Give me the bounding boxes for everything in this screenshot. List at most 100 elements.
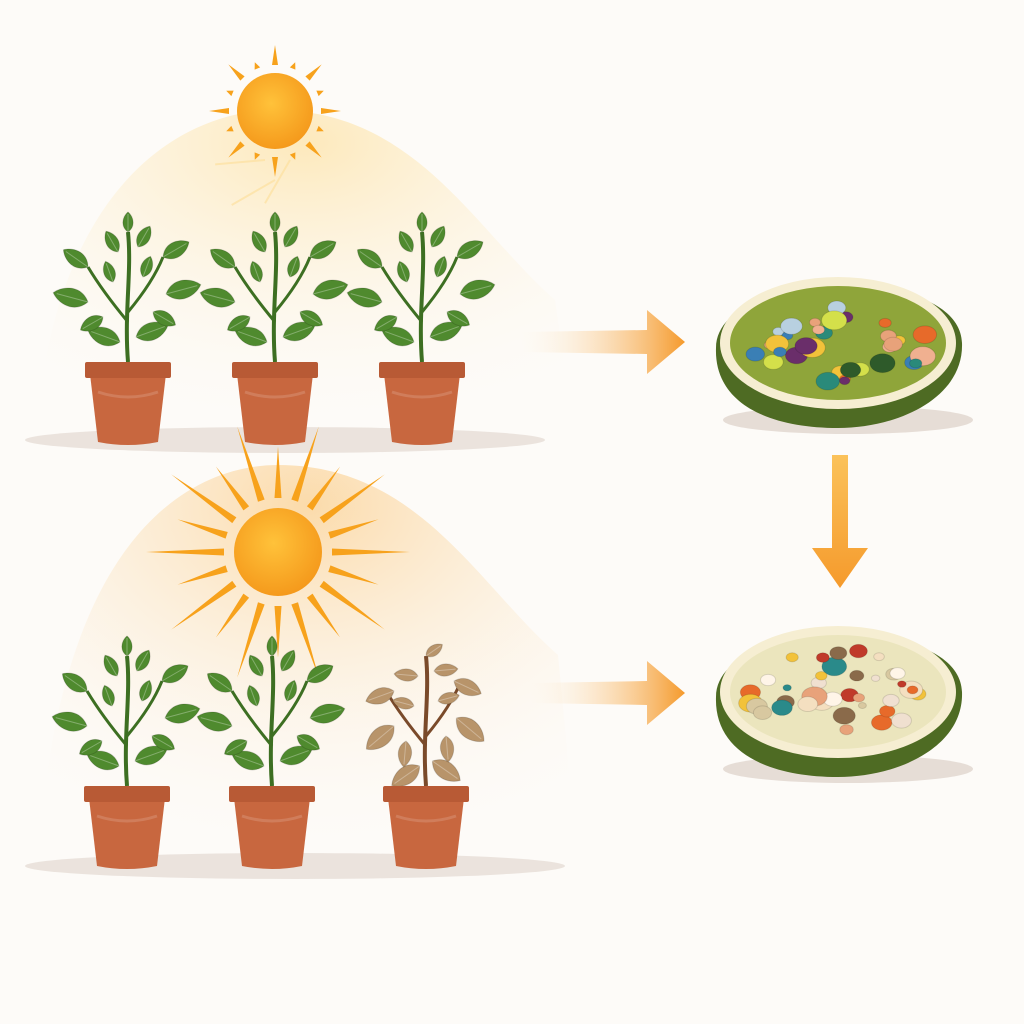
organelle [815, 371, 840, 391]
leaf-vein [385, 331, 415, 343]
leaf-vein [137, 228, 150, 248]
leaf-vein [135, 326, 165, 338]
sun-ray [305, 64, 322, 81]
leaf [269, 211, 281, 233]
stem [418, 231, 426, 363]
leaf [430, 225, 446, 248]
cell-cytoplasm [730, 286, 946, 400]
leaf [396, 260, 410, 283]
leaf [251, 230, 267, 253]
leaf [456, 240, 484, 260]
leaf-vein [350, 293, 383, 303]
organelle [870, 674, 881, 682]
sun-ray [274, 446, 282, 498]
organelle [832, 706, 856, 725]
leaf-vein [250, 657, 263, 677]
leaf-vein [104, 687, 113, 707]
leaf [287, 255, 301, 278]
leaf-vein [56, 293, 89, 303]
leaf [136, 225, 152, 248]
leaf [392, 696, 415, 710]
branch [86, 266, 130, 323]
leaf [455, 716, 485, 743]
sun-ray [319, 474, 385, 524]
arrow-shape [520, 310, 685, 374]
sun-ray [306, 593, 341, 638]
leaf-vein [238, 331, 268, 343]
sun-ray [177, 565, 228, 585]
leaf-vein [400, 233, 413, 253]
organelle [889, 667, 906, 680]
leaf-vein [436, 258, 445, 278]
sun-ray [328, 519, 379, 539]
leaf [223, 739, 248, 756]
organelle [849, 643, 868, 659]
organelle [815, 652, 830, 663]
pot-rim [229, 786, 315, 802]
leaf-vein [162, 243, 187, 258]
leaf [459, 279, 496, 300]
leaf-vein [235, 755, 265, 767]
leaf-vein [141, 682, 150, 702]
leaf-vein [82, 316, 104, 330]
sun-ray [237, 602, 265, 678]
leaf-vein [394, 700, 415, 707]
pot-body [384, 374, 460, 445]
leaf-vein [296, 735, 318, 749]
leaf [266, 635, 278, 657]
leaf-vein [399, 263, 408, 283]
leaf [296, 734, 321, 751]
pot-icon [379, 362, 465, 445]
leaf-vein [425, 645, 442, 657]
leaf-vein [81, 740, 103, 754]
arrow-right-icon [530, 661, 685, 725]
leaf-vein [252, 263, 261, 283]
arrow-right-icon [520, 310, 685, 374]
withered-plant-icon [365, 643, 485, 869]
pot-highlight [391, 390, 453, 399]
sun-ray [272, 45, 278, 65]
pot-body [234, 798, 310, 869]
sun-icon [209, 45, 341, 177]
leaf [312, 279, 349, 300]
pot-icon [84, 786, 170, 869]
leaf-vein [142, 258, 151, 278]
leaf [152, 310, 177, 327]
leaf-vein [309, 709, 342, 719]
organelle [852, 692, 866, 703]
sun-ray [209, 108, 229, 114]
leaf-vein [456, 243, 481, 258]
leaf [161, 664, 189, 684]
leaf-vein [446, 311, 468, 325]
leaf [140, 255, 154, 278]
pot-highlight [97, 390, 159, 399]
organelle [771, 699, 793, 716]
sun-ray [289, 62, 296, 70]
leaf-vein [309, 243, 334, 258]
sun-ray [306, 466, 341, 511]
plant-icon [346, 211, 496, 445]
leaf [164, 703, 201, 724]
sun-ray [319, 580, 385, 630]
leaf-vein [161, 667, 186, 682]
leaf-vein [209, 675, 233, 692]
branch [126, 256, 165, 313]
arrow-shape [812, 455, 868, 588]
leaf-vein [203, 293, 236, 303]
leaf [306, 664, 334, 684]
organelle [829, 646, 848, 660]
leaf [78, 739, 103, 756]
organelle [882, 693, 900, 708]
leaf-vein [90, 755, 120, 767]
leaf-vein [306, 667, 331, 682]
leaf [249, 260, 263, 283]
leaf [162, 240, 190, 260]
sun-ray [272, 157, 278, 177]
branch [270, 680, 309, 737]
leaf [391, 764, 421, 787]
leaf-vein [282, 326, 312, 338]
leaf-vein [456, 717, 482, 740]
sun-ray [177, 519, 228, 539]
leaf [122, 211, 134, 233]
